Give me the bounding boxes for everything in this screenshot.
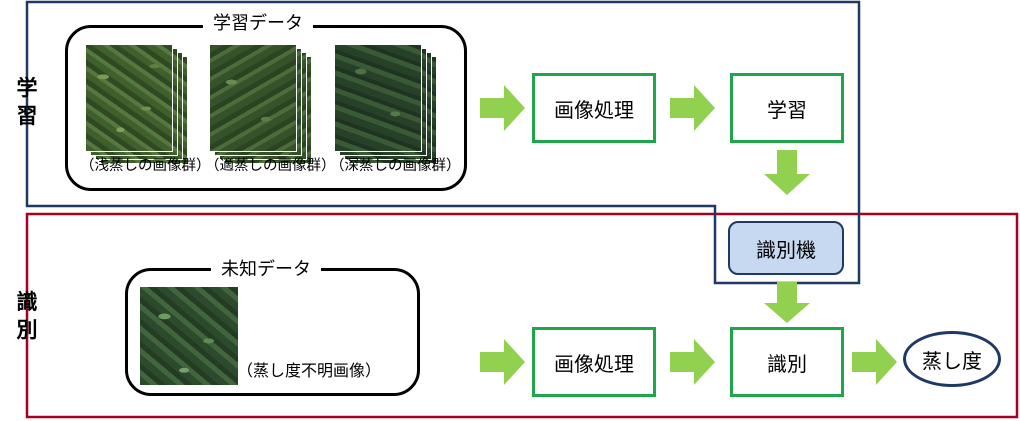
learning-image-processing-box: 画像処理 <box>532 73 656 143</box>
arrow-right-icon <box>670 339 715 385</box>
learning-box: 学習 <box>730 73 844 143</box>
leaf-image <box>209 44 297 152</box>
leaf-image <box>85 44 173 152</box>
arrow-down-icon <box>764 150 810 195</box>
unknown-data-title: 未知データ <box>211 259 321 281</box>
learning-frame <box>25 0 861 285</box>
arrow-right-icon <box>852 339 897 385</box>
leaf-image <box>334 44 422 152</box>
result-ellipse: 蒸し度 <box>903 331 1001 387</box>
arrow-right-icon <box>480 339 525 385</box>
arrow-down-icon <box>764 282 810 323</box>
unknown-leaf-image <box>140 287 238 385</box>
learning-data-title: 学習データ <box>203 13 313 35</box>
caption-medium: （適蒸しの画像群） <box>205 158 336 174</box>
identification-image-processing-box: 画像処理 <box>532 327 656 397</box>
caption-shallow: （浅蒸しの画像群） <box>80 158 211 174</box>
caption-unknown: （蒸し度不明画像） <box>237 361 382 380</box>
arrow-right-icon <box>480 85 525 131</box>
identification-frame <box>25 212 1019 419</box>
identify-box: 識別 <box>730 327 844 397</box>
caption-deep: （深蒸しの画像群） <box>330 158 461 174</box>
learning-section-label: 学習 <box>16 76 38 128</box>
identification-section-label: 識別 <box>16 290 38 342</box>
classifier-box: 識別機 <box>728 221 844 275</box>
arrow-right-icon <box>670 85 715 131</box>
